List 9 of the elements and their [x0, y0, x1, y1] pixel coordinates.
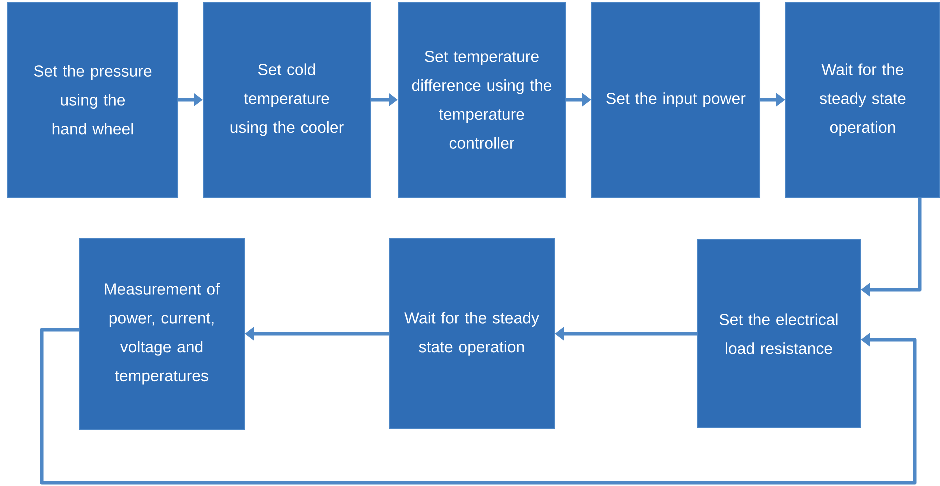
- process-box: Wait for the steady state operation: [786, 2, 940, 198]
- process-box: Wait for the steady state operation: [389, 238, 555, 430]
- process-box: Set temperature difference using the temperature controller: [398, 2, 566, 198]
- process-box: Set cold temperature using the cooler: [203, 2, 371, 198]
- process-box: Set the pressure using the hand wheel: [8, 2, 178, 198]
- process-box: Measurement of power, current, voltage and temperatures: [79, 238, 245, 430]
- arrow: [40, 328, 917, 485]
- process-box: Set the electrical load resistance: [697, 240, 861, 428]
- process-box: Set the input power: [592, 2, 760, 198]
